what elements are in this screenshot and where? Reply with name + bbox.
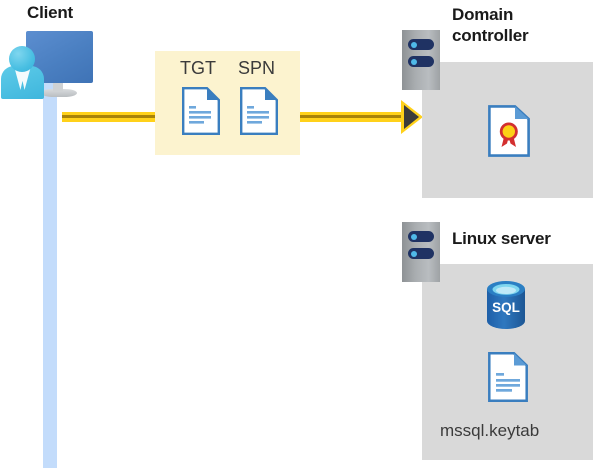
rack-led-icon: [411, 41, 417, 48]
certificate-icon: [488, 105, 530, 157]
user-head-icon: [9, 46, 35, 72]
rack-led-icon: [411, 233, 417, 240]
spn-label: SPN: [238, 58, 276, 78]
arrow-head-inner-icon: [404, 105, 419, 129]
keytab-filename-label: mssql.keytab: [440, 421, 540, 440]
sql-label-text: SQL: [492, 300, 520, 315]
keytab-document-icon: [488, 352, 528, 402]
domain-controller-title: Domain controller: [452, 5, 529, 45]
monitor-stand-icon: [53, 83, 63, 92]
monitor-base-icon: [41, 89, 77, 97]
rack-led-icon: [411, 58, 417, 65]
client-lifeline-bar: [43, 72, 57, 468]
connector-line-left: [62, 112, 162, 122]
rack-led-icon: [411, 250, 417, 257]
rack-bar: [408, 248, 434, 259]
linux-server-rack-icon: [402, 222, 440, 282]
sql-database-icon: SQL: [485, 281, 527, 329]
rack-bar: [408, 39, 434, 50]
rack-bar: [408, 231, 434, 242]
domain-controller-rack-icon: [402, 30, 440, 90]
rack-bar: [408, 56, 434, 67]
spn-document-icon: [240, 87, 278, 135]
connector-line-right: [289, 112, 406, 122]
token-highlight-box: [155, 51, 300, 155]
tgt-document-icon: [182, 87, 220, 135]
client-title: Client: [27, 3, 74, 22]
tgt-label: TGT: [180, 58, 216, 78]
linux-server-title: Linux server: [452, 229, 551, 248]
